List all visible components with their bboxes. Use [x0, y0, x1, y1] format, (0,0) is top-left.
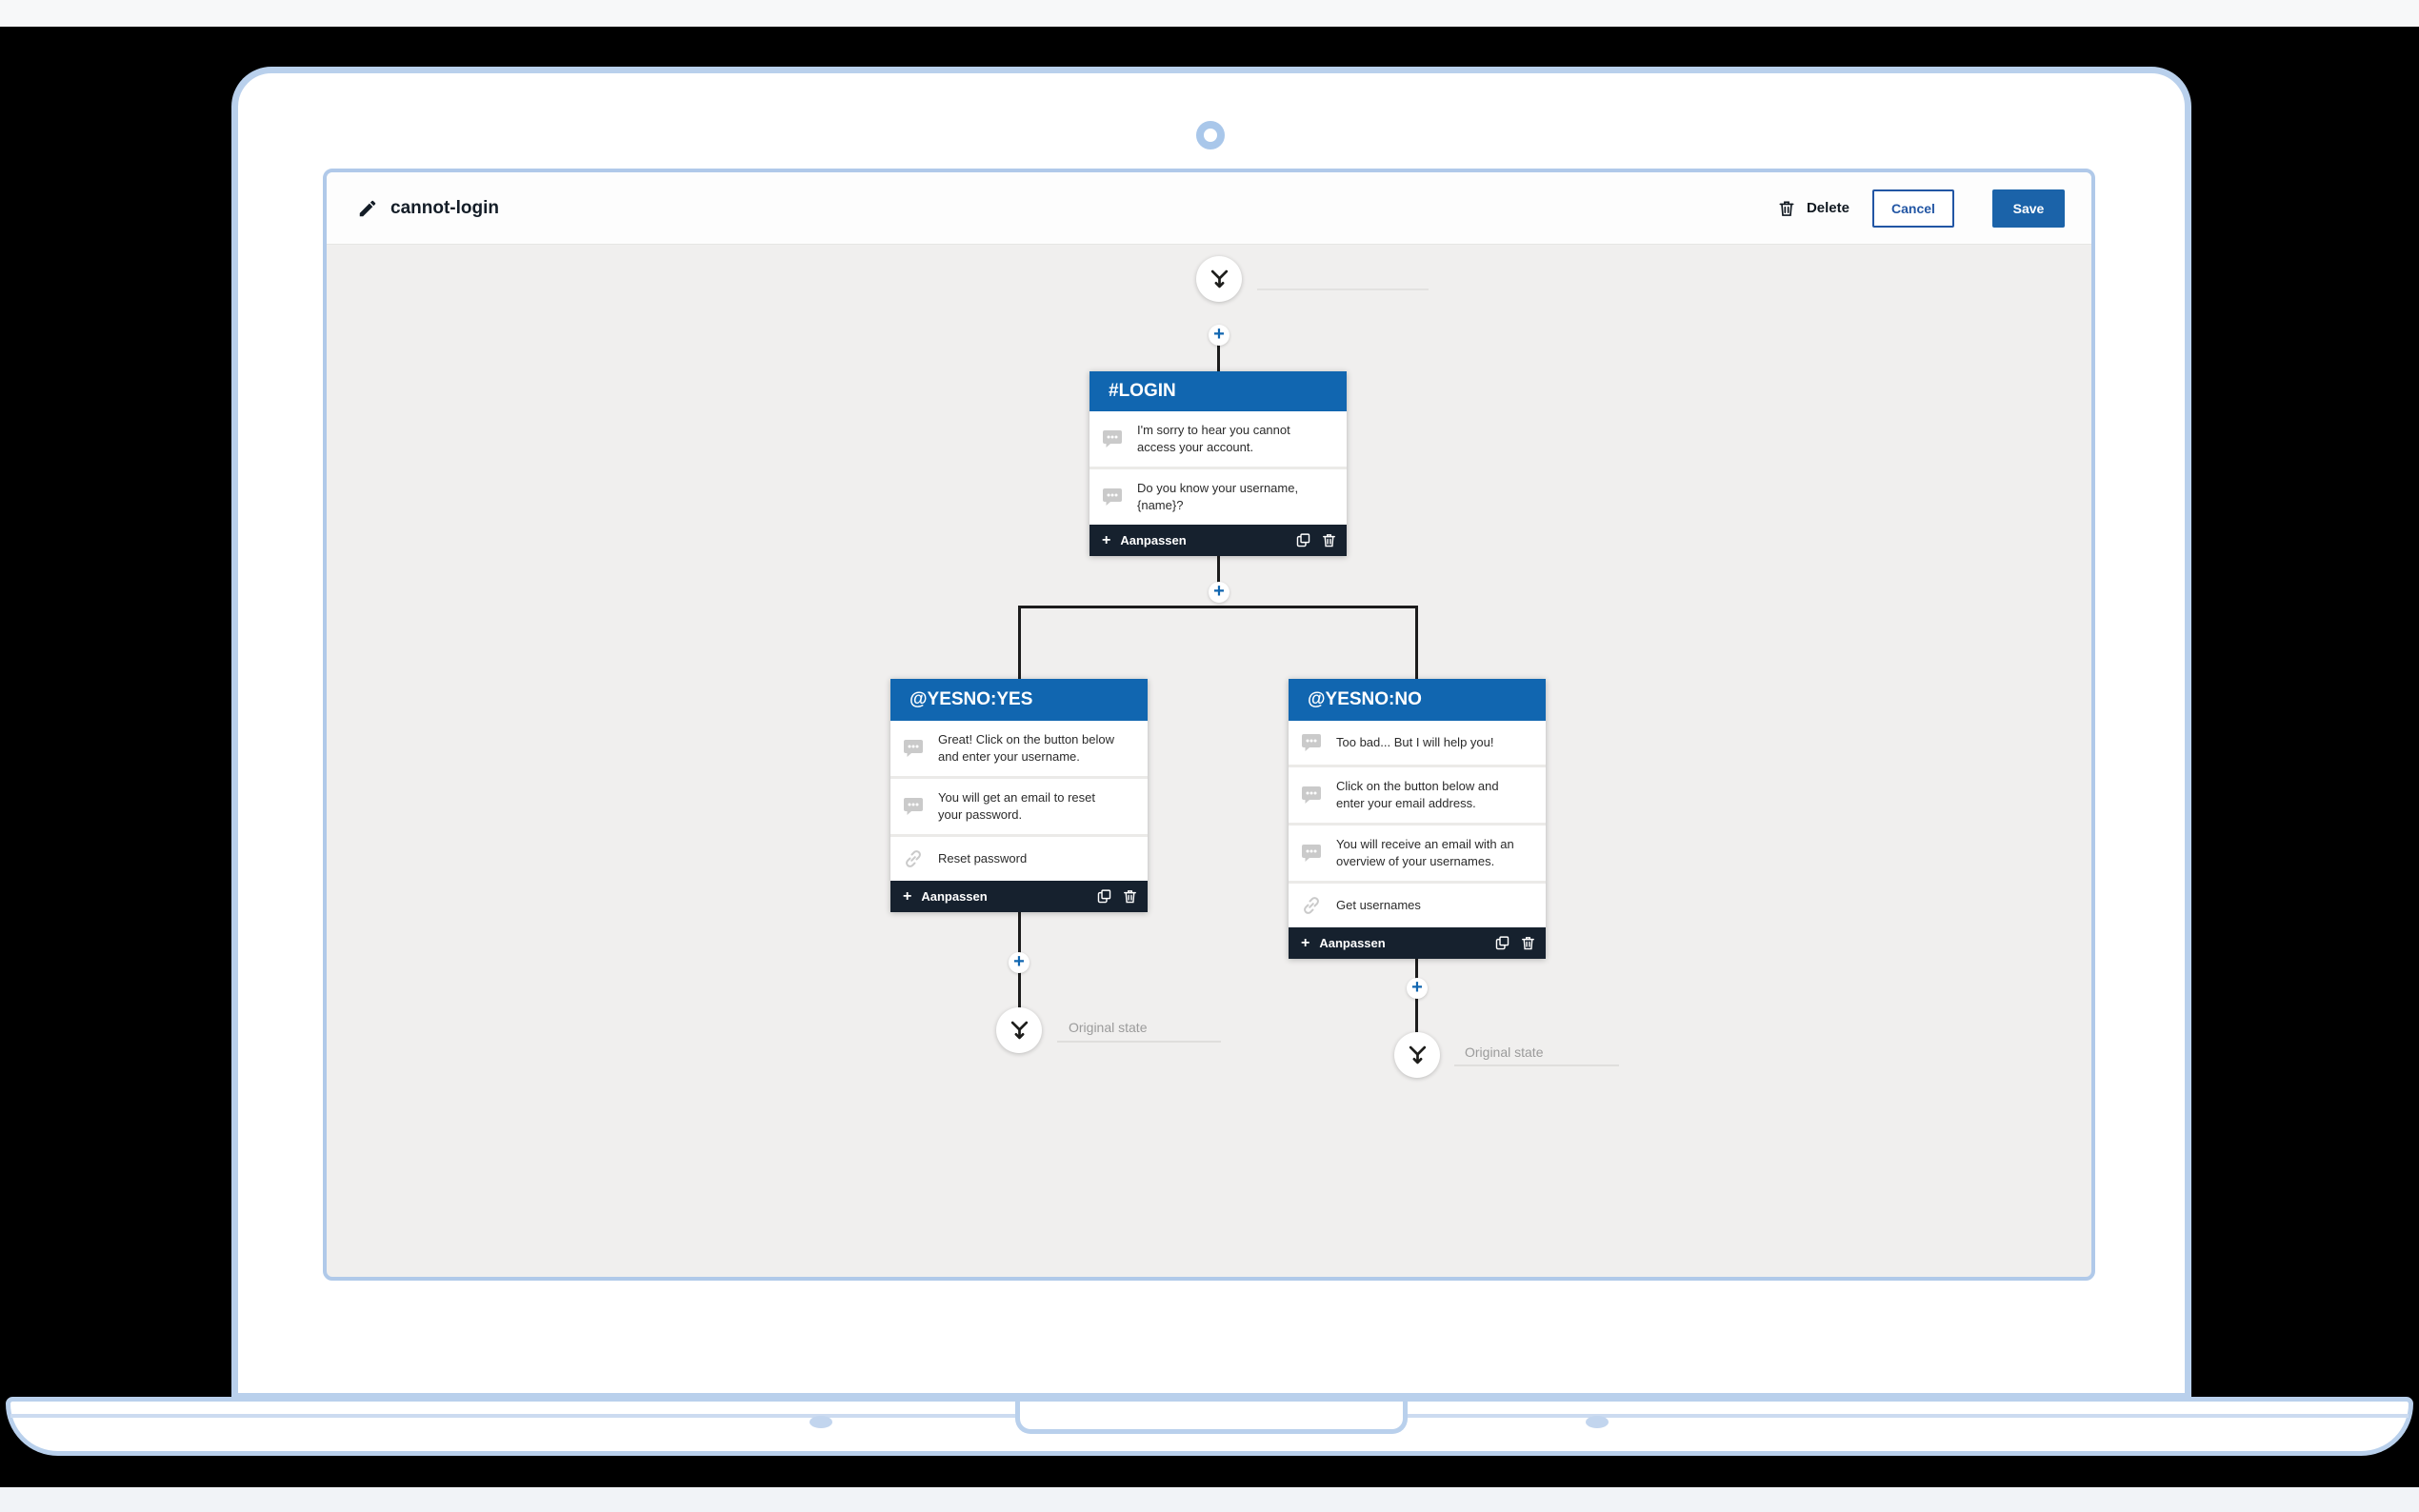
node-title-no[interactable]: @YESNO:NO — [1289, 679, 1546, 721]
laptop-screen-bezel: cannot-login Delete Cancel Save — [231, 67, 2191, 1400]
message-text: I'm sorry to hear you cannot access your… — [1137, 423, 1290, 454]
customize-button[interactable]: Aanpassen — [921, 889, 988, 904]
message-row[interactable]: Great! Click on the button below and ent… — [890, 721, 1148, 776]
root-state-name-field[interactable] — [1257, 288, 1429, 290]
message-row[interactable]: Click on the button below and enter your… — [1289, 765, 1546, 823]
message-row[interactable]: I'm sorry to hear you cannot access your… — [1090, 411, 1347, 467]
flow-node-login: #LOGIN I'm sorry to hear you cannot acce… — [1090, 371, 1347, 556]
connector-yes-terminal — [1018, 968, 1021, 1011]
laptop-base — [6, 1397, 2413, 1456]
trash-icon — [1777, 199, 1796, 218]
cancel-button[interactable]: Cancel — [1872, 189, 1954, 228]
node-footer: + Aanpassen — [1090, 525, 1347, 556]
speech-bubble-icon — [1300, 842, 1323, 865]
pencil-icon[interactable] — [357, 198, 378, 219]
add-step-button-no[interactable]: + — [1407, 978, 1428, 999]
flow-node-yes: @YESNO:YES Great! Click on the button be… — [890, 679, 1148, 912]
speech-bubble-icon — [1101, 486, 1124, 508]
terminal-state-node-no[interactable] — [1394, 1032, 1440, 1078]
connector-yes-plus — [1018, 911, 1021, 959]
delete-button[interactable]: Delete — [1777, 199, 1849, 218]
background-top-strip — [0, 0, 2419, 27]
connector-no-terminal — [1415, 994, 1418, 1037]
state-field-underline — [1057, 1041, 1221, 1043]
action-text: Get usernames — [1336, 898, 1421, 912]
copy-icon[interactable] — [1096, 888, 1112, 905]
node-title-login[interactable]: #LOGIN — [1090, 371, 1347, 411]
connector-split-horizontal — [1018, 606, 1418, 608]
save-button[interactable]: Save — [1992, 189, 2065, 228]
background-bottom-strip — [0, 1487, 2419, 1512]
laptop-foot-left — [810, 1416, 832, 1428]
speech-bubble-icon — [902, 737, 925, 760]
node-footer: + Aanpassen — [890, 881, 1148, 912]
root-state-node[interactable] — [1196, 256, 1242, 302]
toolbar-actions: Delete Cancel Save — [1777, 189, 2065, 228]
laptop-base-notch — [1015, 1402, 1408, 1434]
message-text: Great! Click on the button below and ent… — [938, 732, 1114, 764]
add-branch-button[interactable]: + — [1209, 582, 1229, 603]
merge-arrow-icon — [1207, 267, 1232, 292]
editor-toolbar: cannot-login Delete Cancel Save — [327, 172, 2091, 245]
original-state-field-yes[interactable]: Original state — [1069, 1020, 1148, 1035]
speech-bubble-icon — [1300, 784, 1323, 806]
action-row[interactable]: Get usernames — [1289, 881, 1546, 927]
message-text: Click on the button below and enter your… — [1336, 779, 1499, 810]
link-icon — [902, 847, 925, 870]
add-step-button-root[interactable]: + — [1209, 325, 1229, 346]
customize-button[interactable]: Aanpassen — [1120, 533, 1187, 547]
flow-editor-window: cannot-login Delete Cancel Save — [323, 169, 2095, 1281]
message-row[interactable]: Too bad... But I will help you! — [1289, 721, 1546, 765]
message-row[interactable]: You will get an email to reset your pass… — [890, 776, 1148, 834]
merge-arrow-icon — [1405, 1043, 1430, 1068]
action-text: Reset password — [938, 851, 1028, 865]
laptop-foot-right — [1586, 1416, 1609, 1428]
delete-label: Delete — [1806, 200, 1849, 216]
trash-icon[interactable] — [1520, 935, 1536, 951]
plus-icon: + — [1301, 934, 1310, 951]
message-text: Too bad... But I will help you! — [1336, 735, 1494, 749]
connector-root-login — [1217, 340, 1220, 378]
state-field-underline — [1454, 1064, 1619, 1066]
copy-icon[interactable] — [1295, 532, 1311, 548]
flow-node-no: @YESNO:NO Too bad... But I will help you… — [1289, 679, 1546, 959]
plus-icon: + — [1102, 531, 1111, 548]
trash-icon[interactable] — [1321, 532, 1337, 548]
message-text: Do you know your username, {name}? — [1137, 481, 1299, 512]
original-state-field-no[interactable]: Original state — [1465, 1044, 1544, 1060]
message-row[interactable]: You will receive an email with an overvi… — [1289, 823, 1546, 881]
link-icon — [1300, 894, 1323, 917]
terminal-state-node-yes[interactable] — [996, 1007, 1042, 1053]
flow-title-group: cannot-login — [357, 198, 499, 219]
customize-button[interactable]: Aanpassen — [1319, 936, 1386, 950]
speech-bubble-icon — [902, 795, 925, 818]
action-row[interactable]: Reset password — [890, 834, 1148, 881]
plus-icon: + — [903, 887, 912, 905]
message-text: You will get an email to reset your pass… — [938, 790, 1096, 822]
add-step-button-yes[interactable]: + — [1009, 952, 1030, 973]
node-footer: + Aanpassen — [1289, 927, 1546, 959]
message-text: You will receive an email with an overvi… — [1336, 837, 1514, 868]
speech-bubble-icon — [1300, 731, 1323, 754]
connector-split-yes — [1018, 607, 1021, 681]
trash-icon[interactable] — [1122, 888, 1138, 905]
connector-login-split — [1217, 549, 1220, 587]
laptop-camera — [1196, 121, 1225, 149]
flow-title: cannot-login — [390, 197, 499, 218]
node-title-yes[interactable]: @YESNO:YES — [890, 679, 1148, 721]
merge-arrow-icon — [1007, 1018, 1032, 1044]
connector-split-no — [1415, 607, 1418, 681]
flow-canvas: + #LOGIN I'm sorry to hear you cannot ac… — [327, 245, 2091, 1277]
copy-icon[interactable] — [1494, 935, 1510, 951]
speech-bubble-icon — [1101, 428, 1124, 450]
message-row[interactable]: Do you know your username, {name}? — [1090, 467, 1347, 525]
